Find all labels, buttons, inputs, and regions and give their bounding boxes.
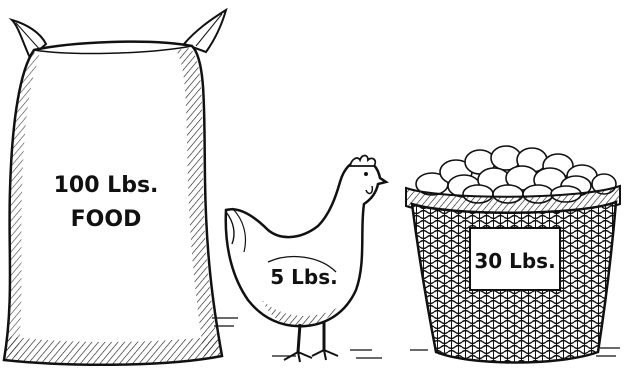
hen: 5 Lbs.	[226, 156, 386, 363]
sack-label-line1: 100 Lbs.	[54, 173, 159, 198]
egg-basket: 30 Lbs.	[406, 146, 620, 363]
hen-body	[226, 160, 386, 326]
food-sack: 100 Lbs. FOOD	[4, 10, 226, 365]
basket-label: 30 Lbs.	[474, 249, 555, 273]
sack-label-line2: FOOD	[71, 207, 142, 232]
hen-label: 5 Lbs.	[270, 265, 337, 289]
